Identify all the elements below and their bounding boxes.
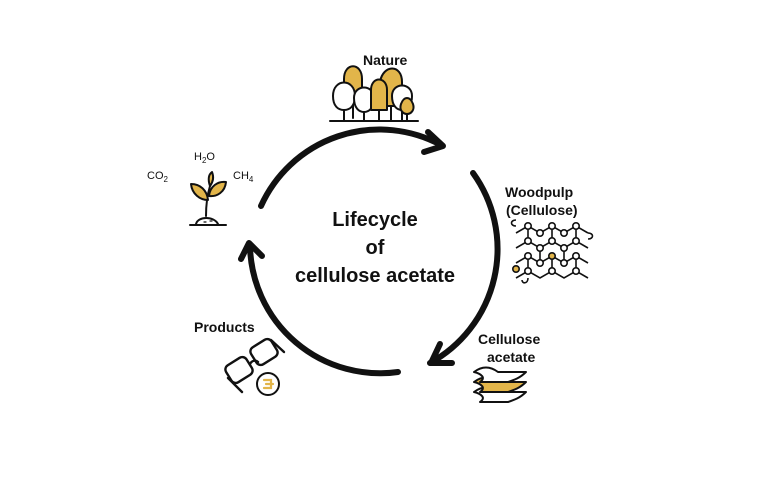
stage-label-woodpulp-line2: (Cellulose): [506, 202, 578, 218]
arrowhead-woodpulp: [421, 129, 446, 155]
chem-ch4: CH4: [233, 170, 253, 186]
chem-co2-sub: 2: [163, 175, 168, 185]
arc-nature-to-woodpulp: [258, 126, 444, 209]
stage-label-nature: Nature: [363, 52, 408, 68]
stage-label-woodpulp-line1: Woodpulp: [505, 184, 574, 200]
chem-h2o: H2O: [194, 151, 215, 167]
sprout-icon: [189, 171, 227, 226]
chem-co2-base: CO: [147, 170, 164, 182]
stage-label-products: Products: [194, 319, 255, 335]
acetate-sheets-icon: [473, 366, 527, 403]
chem-ch4-sub: 4: [248, 175, 254, 185]
chem-co2: CO2: [147, 170, 168, 186]
title-line-2: of: [365, 237, 385, 259]
chem-h2o-h: H: [194, 151, 202, 163]
cellulose-molecule-icon: [510, 219, 594, 284]
arrowhead-acetate: [428, 341, 455, 366]
title-line-1: Lifecycle: [332, 209, 418, 231]
title-line-3: cellulose acetate: [294, 265, 456, 287]
chem-h2o-o: O: [206, 151, 215, 163]
arc-woodpulp-to-acetate: [427, 170, 501, 366]
cycle-arrow-icon: [238, 126, 501, 377]
chem-h2o-sub: 2: [201, 156, 207, 166]
stage-label-cellulose-line1: Cellulose: [478, 331, 541, 347]
arc-acetate-to-products: [247, 243, 401, 377]
arrowhead-products: [238, 240, 265, 262]
glasses-icon: [224, 337, 286, 394]
trees-icon: [329, 65, 419, 122]
stage-label-cellulose-line2: acetate: [487, 349, 536, 365]
chem-ch4-base: CH: [233, 170, 249, 182]
diagram-title: Lifecycle of cellulose acetate: [270, 206, 480, 290]
brand-logo-icon: [256, 372, 280, 396]
